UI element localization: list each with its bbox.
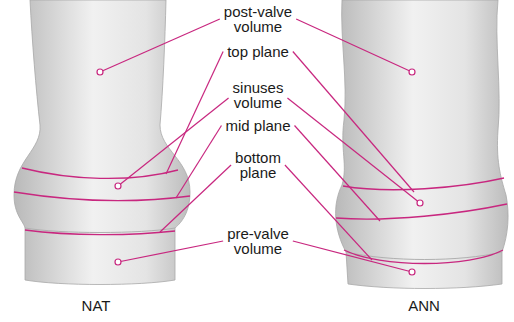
region-label: post-valve volume (213, 4, 303, 34)
leader-line (285, 165, 372, 260)
leader-line (118, 241, 223, 262)
plane-lines (14, 168, 507, 264)
leader-line (287, 98, 420, 203)
leader-line (160, 165, 231, 232)
marker-dot (115, 183, 121, 189)
region-label: sinuses volume (213, 80, 303, 110)
region-label: pre-valve volume (213, 226, 303, 256)
marker-dot (417, 200, 423, 206)
leader-lines (100, 19, 420, 272)
leader-line (100, 19, 220, 72)
marker-dot (409, 69, 415, 75)
plane-label: mid plane (203, 118, 313, 133)
ann-vessel (336, 0, 508, 289)
marker-dots (97, 69, 423, 275)
leader-line (166, 52, 223, 175)
plane-label: bottom plane (223, 150, 293, 180)
leader-line (295, 126, 380, 222)
leader-line (118, 98, 229, 186)
figure-label: NAT (56, 298, 136, 313)
leader-line (293, 52, 414, 193)
plane-label: top plane (203, 44, 313, 59)
marker-dot (97, 69, 103, 75)
nat-vessel (14, 0, 190, 285)
leader-line (293, 241, 412, 272)
figure-label: ANN (384, 298, 464, 313)
marker-dot (409, 269, 415, 275)
marker-dot (115, 259, 121, 265)
leader-line (296, 19, 412, 72)
leader-line (176, 126, 221, 199)
